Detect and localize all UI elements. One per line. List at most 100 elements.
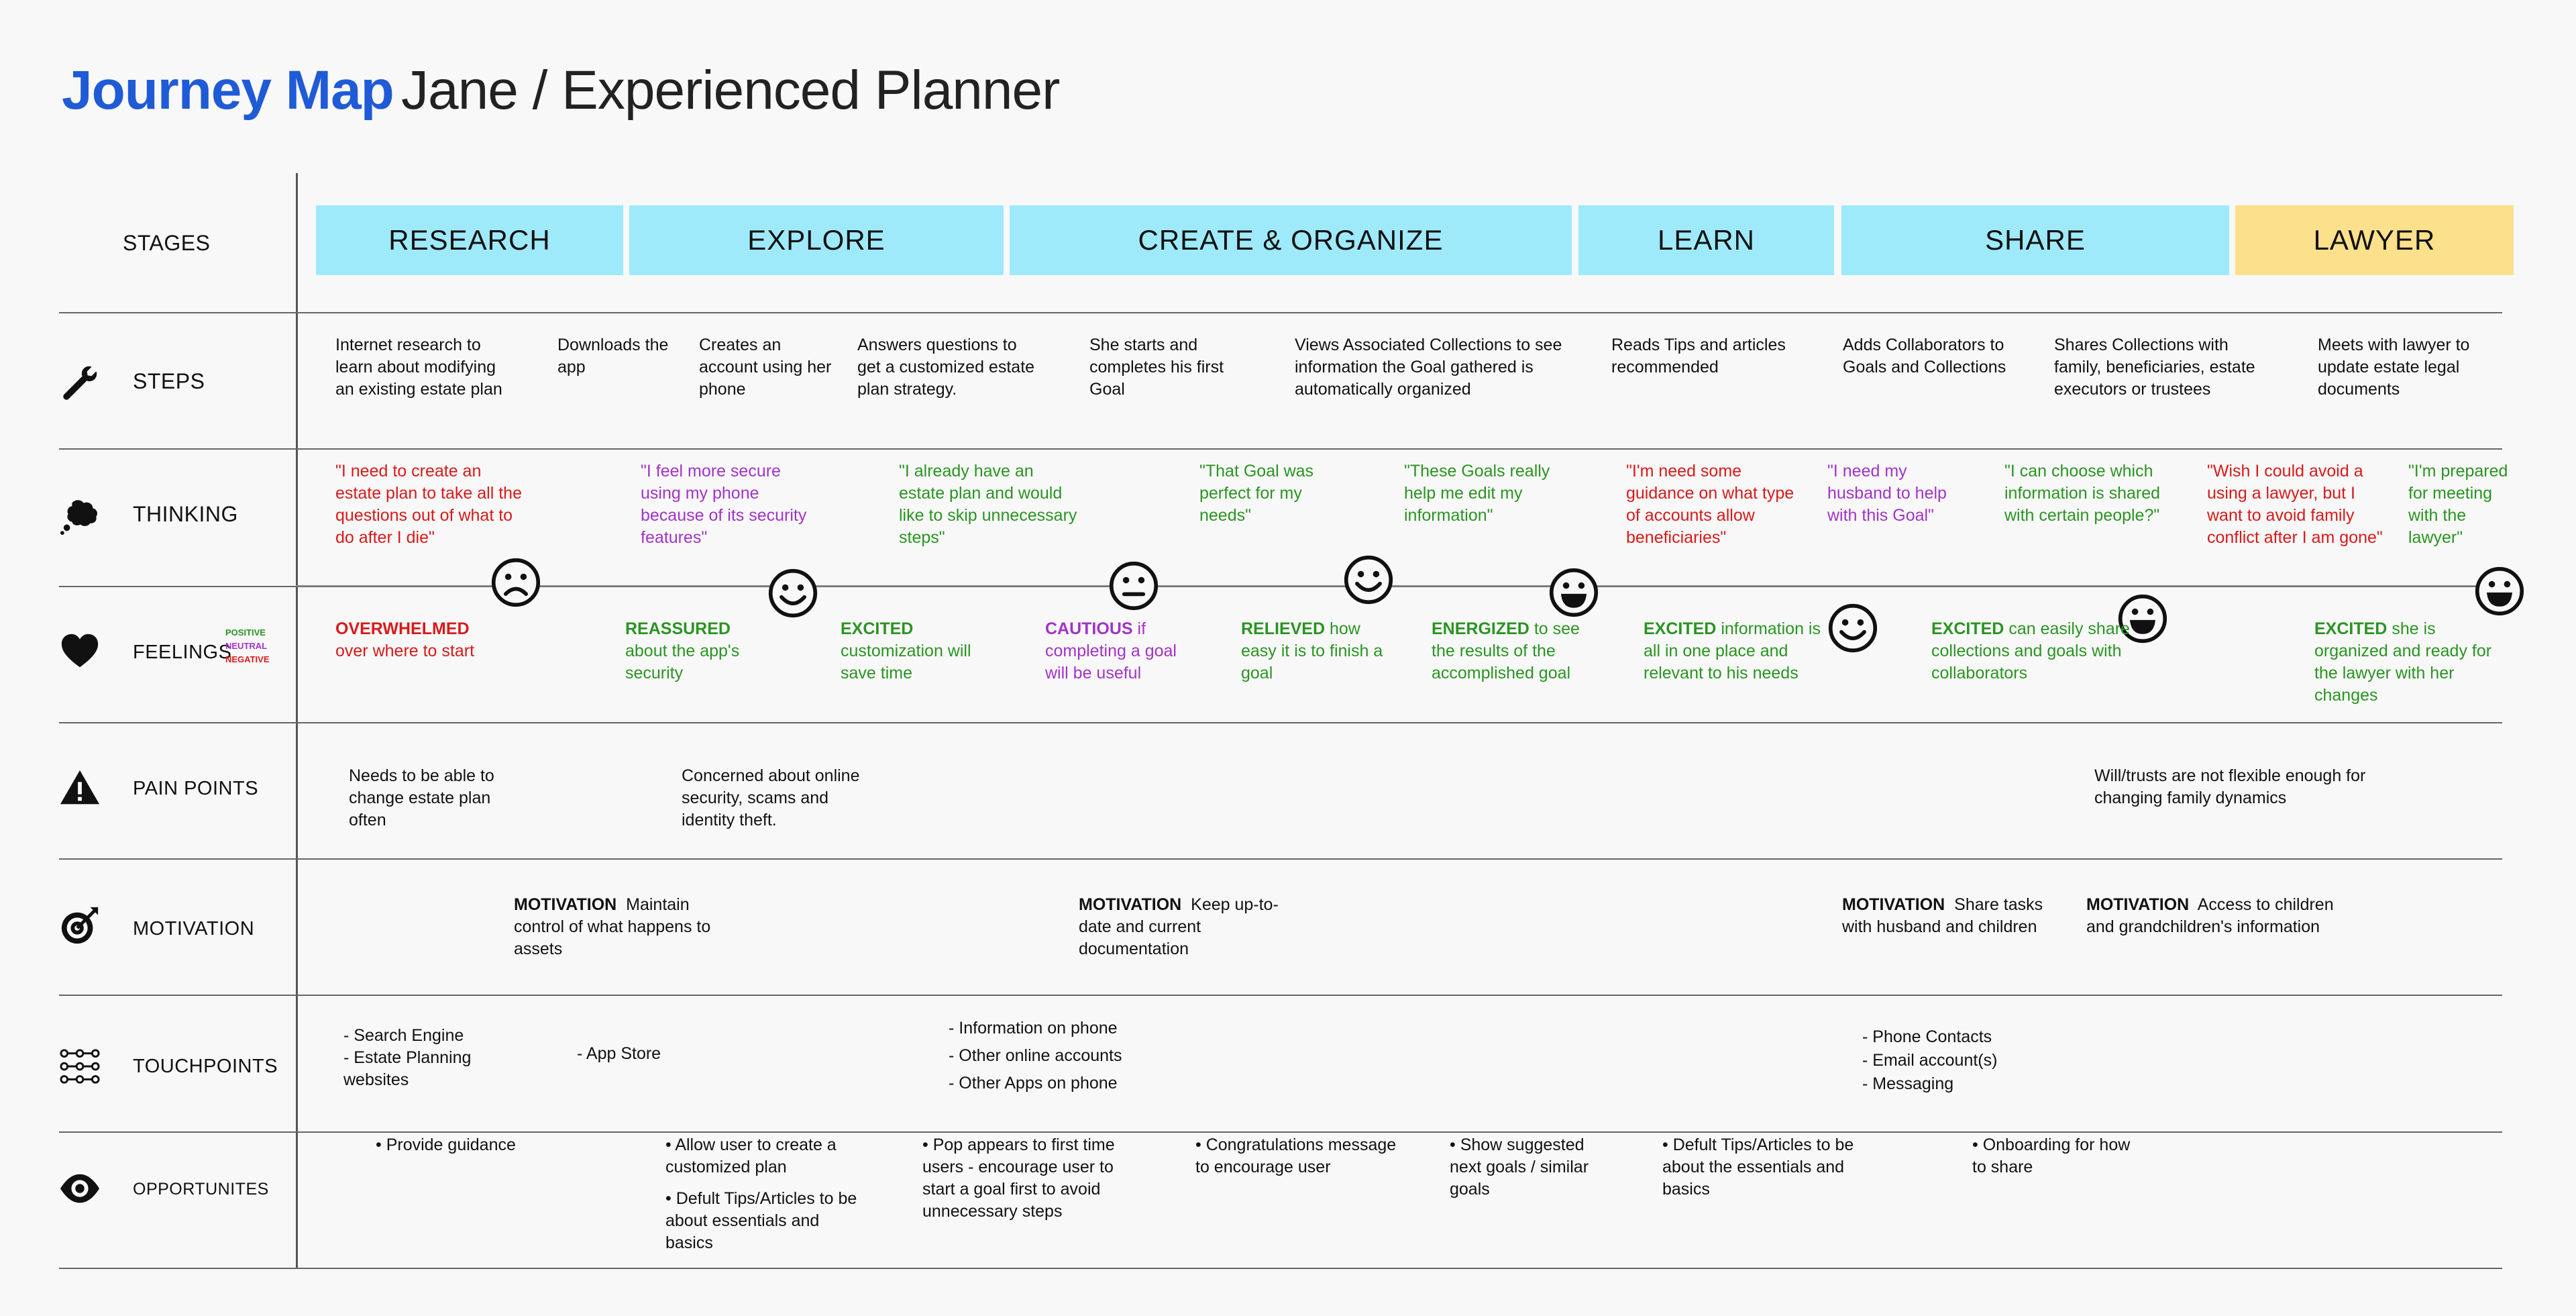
eye-icon bbox=[60, 1174, 100, 1203]
legend-neutral: NEUTRAL bbox=[225, 641, 268, 651]
step-text: Shares Collections with family, benefici… bbox=[2054, 336, 2255, 399]
opportunity-list: • Allow user to create a customized plan… bbox=[665, 1134, 860, 1254]
stage-create-organize: CREATE & ORGANIZE bbox=[1010, 205, 1572, 275]
motivation-text: Keep up-to-date and current documentatio… bbox=[1079, 895, 1279, 958]
feeling-detail: to see the results of the accomplished g… bbox=[1432, 619, 1580, 682]
motivation-label: MOTIVATION bbox=[2086, 895, 2190, 914]
feeling-note: ENERGIZED to see the results of the acco… bbox=[1432, 618, 1593, 685]
opportunity-item: • Defult Tips/Articles to be about the e… bbox=[1662, 1135, 1854, 1199]
feeling-note: EXCITED information is all in one place … bbox=[1644, 618, 1825, 685]
thought-quote: "I need my husband to help with this Goa… bbox=[1827, 462, 1947, 525]
smile-face-icon bbox=[1344, 555, 1393, 605]
stage-research: RESEARCH bbox=[316, 205, 623, 275]
row-divider bbox=[59, 722, 2502, 723]
grin-face-icon bbox=[1549, 568, 1599, 617]
thought-quote: "Wish I could avoid a using a lawyer, bu… bbox=[2207, 462, 2383, 547]
grin-face-icon bbox=[2475, 566, 2524, 616]
thought-quote: "I already have an estate plan and would… bbox=[899, 462, 1077, 547]
touchpoint-item: - Estate Planning websites bbox=[343, 1048, 472, 1089]
touchpoint-item: - Other Apps on phone bbox=[949, 1074, 1118, 1093]
opportunity-item: • Onboarding for how to share bbox=[1972, 1135, 2131, 1176]
row-divider bbox=[59, 586, 2502, 587]
opportunity-item: • Pop appears to first time users - enco… bbox=[922, 1135, 1115, 1221]
pain-point: Concerned about online security, scams a… bbox=[682, 766, 860, 829]
stage-learn: LEARN bbox=[1578, 205, 1834, 275]
feeling-note: EXCITED can easily share collections and… bbox=[1931, 618, 2133, 685]
pain-point: Will/trusts are not flexible enough for … bbox=[2094, 766, 2366, 807]
stage-lawyer: LAWYER bbox=[2235, 205, 2514, 275]
step-text: Answers questions to get a customized es… bbox=[857, 336, 1035, 399]
row-label-opportunities: OPPORTUNITES bbox=[133, 1180, 269, 1199]
stage-explore: EXPLORE bbox=[629, 205, 1004, 275]
thought-quote: "That Goal was perfect for my needs" bbox=[1199, 462, 1314, 525]
frown-face-icon bbox=[491, 558, 541, 607]
feeling-note: CAUTIOUS if completing a goal will be us… bbox=[1045, 618, 1199, 685]
feeling-detail: she is organized and ready for the lawye… bbox=[2314, 619, 2492, 705]
motivation-text: Maintain control of what happens to asse… bbox=[514, 895, 711, 958]
page-subtitle: Jane / Experienced Planner bbox=[401, 60, 1060, 121]
step-text: Internet research to learn about modifyi… bbox=[335, 336, 502, 399]
motivation-text: Share tasks with husband and children bbox=[1842, 895, 2043, 936]
opportunity-list: • Pop appears to first time users - enco… bbox=[922, 1134, 1117, 1223]
pain-point: Needs to be able to change estate plan o… bbox=[349, 766, 494, 829]
motivation-note: MOTIVATION Share tasks with husband and … bbox=[1842, 894, 2043, 938]
feeling-detail: over where to start bbox=[335, 642, 475, 660]
motivation-label: MOTIVATION bbox=[1842, 895, 1945, 914]
thought-quote: "I can choose which information is share… bbox=[2004, 462, 2161, 525]
page-title: Journey Map bbox=[62, 60, 394, 121]
row-label-stages: STAGES bbox=[123, 231, 211, 255]
feeling-emotion: EXCITED bbox=[2314, 619, 2387, 638]
opportunity-list: • Provide guidance bbox=[376, 1134, 577, 1156]
touchpoint-list: - Phone Contacts - Email account(s) - Me… bbox=[1862, 1025, 2037, 1096]
feeling-emotion: RELIEVED bbox=[1241, 619, 1326, 638]
heart-icon bbox=[61, 634, 99, 668]
stage-share: SHARE bbox=[1841, 205, 2229, 275]
step-text: Reads Tips and articles recommended bbox=[1611, 336, 1786, 376]
touchpoint-item: - Phone Contacts bbox=[1862, 1027, 1992, 1046]
feeling-detail: can easily share collections and goals w… bbox=[1931, 619, 2130, 682]
grin-face-icon bbox=[2118, 594, 2167, 644]
feeling-detail: information is all in one place and rele… bbox=[1644, 619, 1821, 682]
thought-bubble-icon bbox=[60, 500, 97, 536]
motivation-note: MOTIVATION Keep up-to-date and current d… bbox=[1079, 894, 1287, 960]
feeling-emotion: EXCITED bbox=[841, 619, 914, 638]
opportunity-item: • Allow user to create a customized plan bbox=[665, 1135, 837, 1176]
row-label-pain-points: PAIN POINTS bbox=[133, 778, 259, 799]
target-icon bbox=[61, 907, 99, 944]
thought-quote: "I need to create an estate plan to take… bbox=[335, 462, 522, 547]
feeling-emotion: EXCITED bbox=[1931, 619, 2004, 638]
step-text: Adds Collaborators to Goals and Collecti… bbox=[1843, 336, 2006, 376]
feeling-detail: customization will save time bbox=[841, 642, 971, 682]
opportunity-list: • Onboarding for how to share bbox=[1972, 1134, 2133, 1178]
row-label-feelings: FEELINGS bbox=[133, 642, 232, 663]
row-divider bbox=[59, 1131, 2502, 1133]
opportunity-list: • Congratulations message to encourage u… bbox=[1195, 1134, 1397, 1178]
feeling-detail: if completing a goal will be useful bbox=[1045, 619, 1177, 682]
step-text: Meets with lawyer to update estate legal… bbox=[2318, 336, 2470, 399]
feeling-emotion: ENERGIZED bbox=[1432, 619, 1529, 638]
row-divider bbox=[59, 858, 2502, 860]
feeling-detail: about the app's security bbox=[625, 642, 740, 682]
row-divider bbox=[59, 995, 2502, 996]
feeling-note: RELIEVED how easy it is to finish a goal bbox=[1241, 618, 1389, 685]
thought-quote: "I'm prepared for meeting with the lawye… bbox=[2408, 462, 2508, 547]
feeling-note: EXCITED she is organized and ready for t… bbox=[2314, 618, 2509, 707]
motivation-note: MOTIVATION Maintain control of what happ… bbox=[514, 894, 722, 960]
warning-icon bbox=[60, 770, 100, 805]
touchpoint-item: - Search Engine bbox=[343, 1026, 464, 1045]
touchpoints-icon bbox=[60, 1049, 100, 1084]
smile-face-icon bbox=[1828, 603, 1878, 653]
row-label-steps: STEPS bbox=[133, 369, 205, 393]
motivation-note: MOTIVATION Access to children and grandc… bbox=[2086, 894, 2334, 938]
feeling-note: EXCITED customization will save time bbox=[841, 618, 995, 685]
touchpoint-item: - Messaging bbox=[1862, 1074, 1954, 1093]
step-text: Creates an account using her phone bbox=[699, 336, 832, 399]
row-divider bbox=[59, 1268, 2502, 1269]
neutral-face-icon bbox=[1109, 561, 1159, 611]
legend-negative: NEGATIVE bbox=[225, 654, 270, 664]
touchpoint-list: - App Store bbox=[577, 1043, 711, 1065]
touchpoint-item: - Information on phone bbox=[949, 1019, 1118, 1037]
touchpoint-item: - Email account(s) bbox=[1862, 1051, 1998, 1070]
opportunity-list: • Show suggested next goals / similar go… bbox=[1450, 1134, 1611, 1201]
feeling-emotion: CAUTIOUS bbox=[1045, 619, 1133, 638]
